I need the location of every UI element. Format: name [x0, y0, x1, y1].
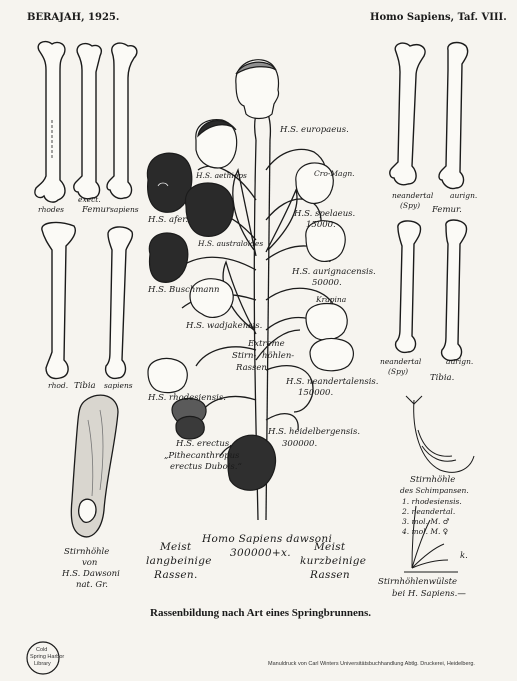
label-list-1: 1. rhodesiensis. — [402, 498, 462, 506]
label-rhodesiensis: H.S. rhodesiensis. — [148, 394, 226, 403]
label-tibia-right-a: neandertal — [380, 358, 421, 366]
label-femur-right: Femur. — [432, 206, 462, 215]
label-krapina: Krapina — [316, 296, 346, 304]
plate-caption: Rassenbildung nach Art eines Springbrunn… — [150, 608, 371, 619]
label-stirnhoehle-a: Stirnhöhle — [64, 548, 109, 557]
femur-bones-left — [35, 42, 137, 203]
label-wulste-a: Stirnhöhlenwülste — [378, 578, 457, 587]
label-tibia-left-a: rhod. — [48, 382, 68, 390]
label-meist-left-a: Meist — [160, 542, 191, 553]
aethiops-head — [196, 120, 237, 168]
label-femur-left-c: sapiens — [110, 206, 139, 214]
label-femur-left-b: exect. — [78, 196, 101, 204]
label-schimp-b: des Schimpansen. — [400, 487, 469, 495]
label-spelaeus-year: 15000. — [306, 221, 336, 230]
label-stirnhoehle-d: nat. Gr. — [76, 581, 108, 590]
label-schimp-a: Stirnhöhle — [410, 476, 455, 485]
label-heidelbergensis: H.S. heidelbergensis. — [268, 428, 360, 437]
stamp-line-1: Cold — [36, 648, 47, 654]
label-spelaeus: H.S. spelaeus. — [294, 210, 355, 219]
label-aethiops: H.S. aethiops — [196, 172, 247, 180]
label-stirnhoehle-b: von — [82, 559, 97, 568]
label-extreme-b: Stirn- — [232, 352, 256, 361]
label-heidelbergensis-year: 300000. — [282, 440, 317, 449]
stamp-line-2: Spring Harbor — [30, 655, 64, 661]
label-meist-right-c: Rassen — [310, 570, 350, 581]
label-meist-right-b: kurzbeinige — [300, 556, 366, 567]
label-neandertalensis: H.S. neandertalensis. — [286, 378, 378, 387]
header-left: BERAJAH, 1925. — [27, 13, 119, 23]
label-aurignacensis: H.S. aurignacensis. — [292, 268, 376, 277]
stamp-line-3: Library — [34, 662, 51, 668]
label-tibia-right-b: aurign. — [446, 358, 473, 366]
label-list-3: 3. mol. M. ♂ — [402, 518, 450, 526]
label-mark-k: k. — [460, 552, 468, 561]
label-femur-right-c: (Spy) — [400, 202, 420, 210]
label-tibia-right-c: (Spy) — [388, 368, 408, 376]
label-femur-left-a: rhodes — [38, 206, 64, 214]
label-dawsoni-a: Homo Sapiens dawsoni — [202, 534, 332, 545]
label-meist-left-c: Rassen. — [154, 570, 198, 581]
label-femur-right-a: neandertal — [392, 192, 433, 200]
label-pithecanthropus-a: „Pithecanthropus — [164, 452, 239, 461]
label-erectus: H.S. erectus. — [176, 440, 232, 449]
label-aurignacensis-year: 50000. — [312, 279, 342, 288]
label-tibia-right: Tibia. — [430, 374, 454, 383]
label-extreme-c: höhlen- — [262, 352, 294, 361]
label-tibia-left: Tibia — [74, 382, 96, 391]
header-right: Homo Sapiens, Taf. VIII. — [370, 13, 507, 23]
label-pithecanthropus-b: erectus Dubois.“ — [170, 463, 242, 472]
label-australoides: H.S. australoides — [198, 240, 263, 248]
label-extreme-d: Rassen. — [236, 364, 270, 373]
label-cro-magnon: Cro-Magn. — [314, 170, 355, 178]
australoides-head — [185, 183, 233, 236]
label-extreme-a: Extreme — [248, 340, 285, 349]
label-list-2: 2. neandertal. — [402, 508, 455, 516]
label-tibia-left-b: sapiens — [104, 382, 133, 390]
label-femur-left: Femur — [82, 206, 110, 215]
label-wadjakensis: H.S. wadjakensis. — [186, 322, 262, 331]
printer-imprint: Manuldruck von Carl Winters Universitäts… — [268, 662, 475, 668]
label-meist-left-b: langbeinige — [146, 556, 212, 567]
label-buschmann: H.S. Buschmann — [148, 286, 219, 295]
label-wulste-b: bei H. Sapiens.— — [392, 590, 466, 599]
label-neandertalensis-year: 150000. — [298, 389, 333, 398]
label-femur-right-b: aurign. — [450, 192, 477, 200]
label-list-4: 4. mol. M. ♀ — [402, 528, 448, 536]
label-meist-right-a: Meist — [314, 542, 345, 553]
label-dawsoni-b: 300000+x. — [230, 548, 291, 559]
label-stirnhoehle-c: H.S. Dawsoni — [62, 570, 120, 579]
label-europaeus: H.S. europaeus. — [280, 126, 349, 135]
label-afer: H.S. afer. — [148, 216, 188, 225]
